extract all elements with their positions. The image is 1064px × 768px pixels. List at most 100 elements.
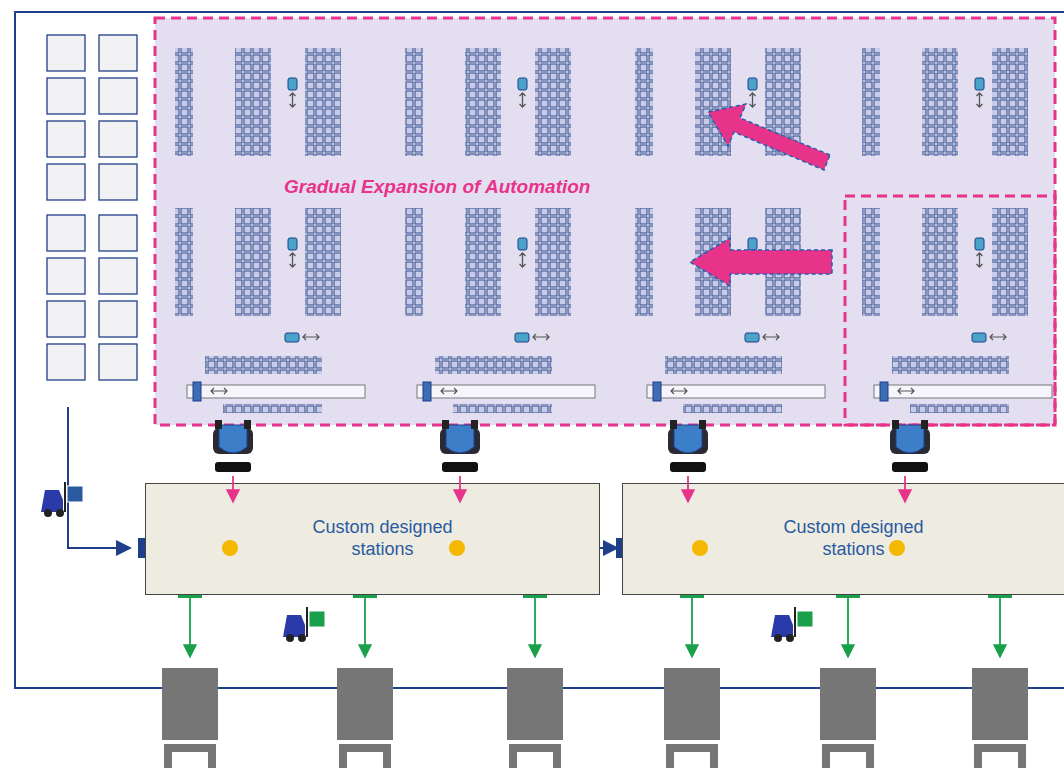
truck bbox=[337, 668, 393, 740]
motion-arrow bbox=[520, 253, 526, 267]
truck-axle bbox=[974, 744, 1026, 752]
truck-axle bbox=[666, 744, 718, 752]
robot-foot bbox=[892, 462, 928, 472]
forklift-body bbox=[771, 615, 793, 637]
initial-automation-area bbox=[845, 196, 1055, 425]
forklift-body bbox=[283, 615, 305, 637]
storage-bay bbox=[99, 344, 137, 380]
manual-storage bbox=[47, 35, 137, 380]
pallet-load bbox=[67, 486, 83, 502]
truck-wheel bbox=[509, 752, 517, 768]
rack-cells bbox=[453, 404, 552, 413]
pick-arrow bbox=[459, 476, 461, 500]
rack-cells bbox=[405, 48, 423, 156]
shuttle bbox=[748, 78, 757, 90]
truck-wheel bbox=[666, 752, 674, 768]
motion-arrow bbox=[533, 334, 549, 340]
storage-bay bbox=[99, 215, 137, 251]
rack-cells bbox=[205, 356, 322, 374]
shuttle bbox=[288, 238, 297, 250]
rack-cells bbox=[405, 208, 423, 316]
robot-arm bbox=[446, 425, 474, 453]
rack-cells bbox=[635, 208, 653, 316]
motion-arrow bbox=[750, 93, 756, 107]
storage-bay bbox=[99, 301, 137, 337]
storage-bay bbox=[47, 344, 85, 380]
rack-cells bbox=[992, 208, 1028, 316]
rail bbox=[417, 385, 595, 398]
rack-cells bbox=[635, 48, 653, 156]
rail-carriage bbox=[880, 382, 888, 401]
storage-bay bbox=[99, 258, 137, 294]
robot-gripper bbox=[921, 420, 928, 429]
motion-arrow bbox=[290, 253, 296, 267]
pallet-load bbox=[309, 611, 325, 627]
robot-gripper bbox=[892, 420, 899, 429]
pick-arrow bbox=[687, 476, 689, 500]
motion-arrow bbox=[441, 388, 457, 394]
motion-arrow bbox=[290, 93, 296, 107]
shuttle bbox=[285, 333, 299, 342]
robot-gripper bbox=[442, 420, 449, 429]
truck-wheel bbox=[339, 752, 347, 768]
output-arrow bbox=[364, 598, 366, 655]
output-arrow bbox=[847, 598, 849, 655]
storage-bay bbox=[99, 78, 137, 114]
robot-foot bbox=[670, 462, 706, 472]
rack-cells bbox=[892, 356, 1009, 374]
robot-gripper bbox=[670, 420, 677, 429]
shuttle bbox=[748, 238, 757, 250]
output-arrow bbox=[534, 598, 536, 655]
truck bbox=[507, 668, 563, 740]
station-point bbox=[222, 540, 238, 556]
truck-wheel bbox=[553, 752, 561, 768]
storage-bay bbox=[99, 35, 137, 71]
pick-arrow bbox=[904, 476, 906, 500]
rack-group bbox=[175, 48, 1052, 413]
rail bbox=[187, 385, 365, 398]
shuttle bbox=[972, 333, 986, 342]
rack-cells bbox=[235, 208, 271, 316]
expansion-label: Gradual Expansion of Automation bbox=[282, 176, 592, 198]
rack-cells bbox=[862, 208, 880, 316]
motion-arrow bbox=[977, 93, 983, 107]
forklift-wheel bbox=[786, 634, 794, 642]
station-point bbox=[449, 540, 465, 556]
shuttle bbox=[745, 333, 759, 342]
flow-connector bbox=[600, 548, 615, 549]
rail bbox=[647, 385, 825, 398]
rack-cells bbox=[465, 208, 501, 316]
station-box: Custom designed stations bbox=[145, 483, 600, 595]
shuttle bbox=[518, 78, 527, 90]
rack-cells bbox=[910, 404, 1009, 413]
forklift-wheel bbox=[56, 509, 64, 517]
rack-cells bbox=[922, 48, 958, 156]
storage-bay bbox=[99, 164, 137, 200]
rack-cells bbox=[535, 208, 571, 316]
robot-gripper bbox=[471, 420, 478, 429]
station-point bbox=[692, 540, 708, 556]
rail-carriage bbox=[193, 382, 201, 401]
robot-arm bbox=[896, 425, 924, 453]
motion-arrow bbox=[303, 334, 319, 340]
robot-arm bbox=[219, 425, 247, 453]
motion-arrow bbox=[990, 334, 1006, 340]
entry-gate bbox=[138, 538, 145, 558]
truck bbox=[972, 668, 1028, 740]
rack-cells bbox=[465, 48, 501, 156]
truck-wheel bbox=[866, 752, 874, 768]
output-group bbox=[162, 590, 1028, 768]
truck bbox=[820, 668, 876, 740]
truck-axle bbox=[509, 744, 561, 752]
robot-arm bbox=[674, 425, 702, 453]
robot-gripper bbox=[699, 420, 706, 429]
expansion-arrow bbox=[708, 104, 830, 170]
truck-wheel bbox=[208, 752, 216, 768]
shuttle bbox=[515, 333, 529, 342]
rack-cells bbox=[683, 404, 782, 413]
forklift-body bbox=[41, 490, 63, 512]
rail-carriage bbox=[653, 382, 661, 401]
storage-bay bbox=[47, 258, 85, 294]
expansion-arrow bbox=[690, 238, 832, 286]
